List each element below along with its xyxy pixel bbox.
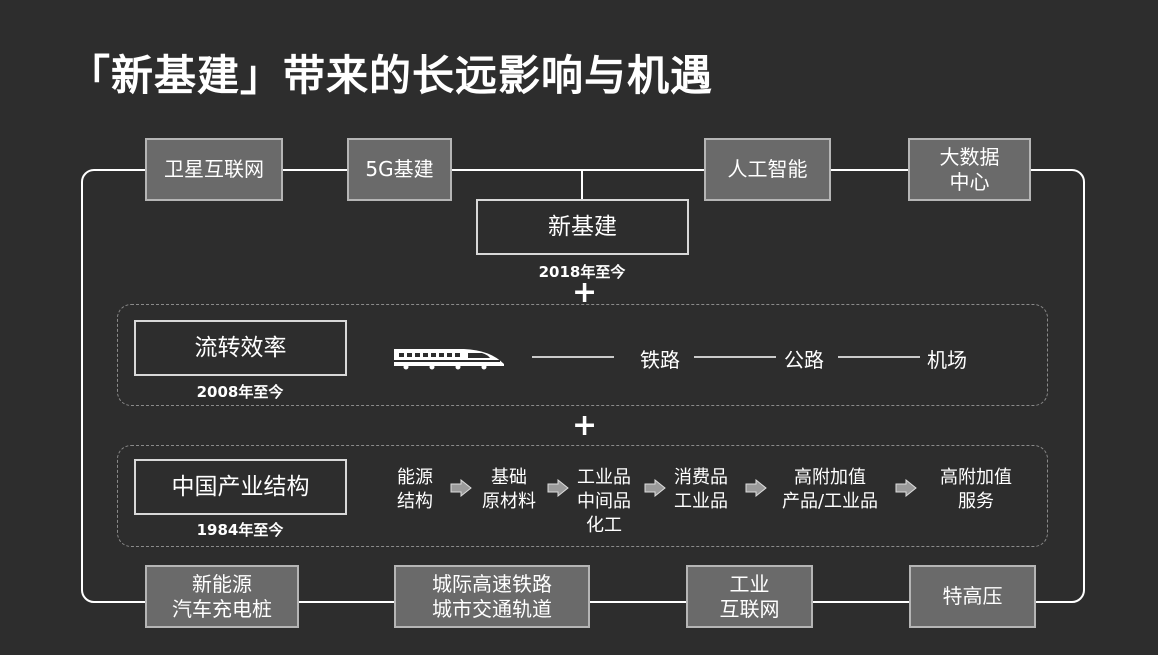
5g-infrastructure-box: 5G基建 xyxy=(347,138,452,201)
step-consumer-industrial-goods: 消费品 工业品 xyxy=(674,467,728,512)
circulation-efficiency-box: 流转效率 xyxy=(134,320,347,376)
industrial-structure-panel xyxy=(117,445,1048,547)
industrial-structure-since: 1984年至今 xyxy=(196,521,284,539)
new-infrastructure-since: 2018年至今 xyxy=(538,263,626,281)
mode-airport: 机场 xyxy=(927,348,967,372)
arrow-right-icon xyxy=(644,479,666,497)
step-intermediate-chemical: 工业品 中间品 化工 xyxy=(577,467,631,536)
arrow-right-icon xyxy=(547,479,569,497)
industrial-internet-box: 工业 互联网 xyxy=(686,565,813,628)
arrow-right-icon xyxy=(895,479,917,497)
arrow-right-icon xyxy=(450,479,472,497)
step-energy-structure: 能源 结构 xyxy=(397,467,433,512)
plus-sign-2: + xyxy=(572,408,598,443)
arrow-right-icon xyxy=(745,479,767,497)
plus-sign-1: + xyxy=(572,275,598,310)
big-data-center-box: 大数据 中心 xyxy=(908,138,1031,201)
step-high-value-products: 高附加值 产品/工业品 xyxy=(781,467,879,512)
ev-charging-box: 新能源 汽车充电桩 xyxy=(145,565,299,628)
uhv-transmission-box: 特高压 xyxy=(909,565,1036,628)
mode-highway: 公路 xyxy=(784,348,824,372)
step-basic-raw-materials: 基础 原材料 xyxy=(482,467,536,512)
mode-railway: 铁路 xyxy=(640,348,680,372)
step-high-value-services: 高附加值 服务 xyxy=(940,467,1012,512)
high-speed-train-icon xyxy=(394,349,504,370)
circulation-efficiency-panel xyxy=(117,304,1048,406)
industrial-structure-box: 中国产业结构 xyxy=(134,459,347,515)
circulation-efficiency-since: 2008年至今 xyxy=(196,383,284,401)
new-infrastructure-box: 新基建 xyxy=(476,199,689,255)
artificial-intelligence-box: 人工智能 xyxy=(704,138,831,201)
page-title: 「新基建」带来的长远影响与机遇 xyxy=(68,51,714,100)
intercity-rail-transit-box: 城际高速铁路 城市交通轨道 xyxy=(394,565,590,628)
satellite-internet-box: 卫星互联网 xyxy=(145,138,283,201)
